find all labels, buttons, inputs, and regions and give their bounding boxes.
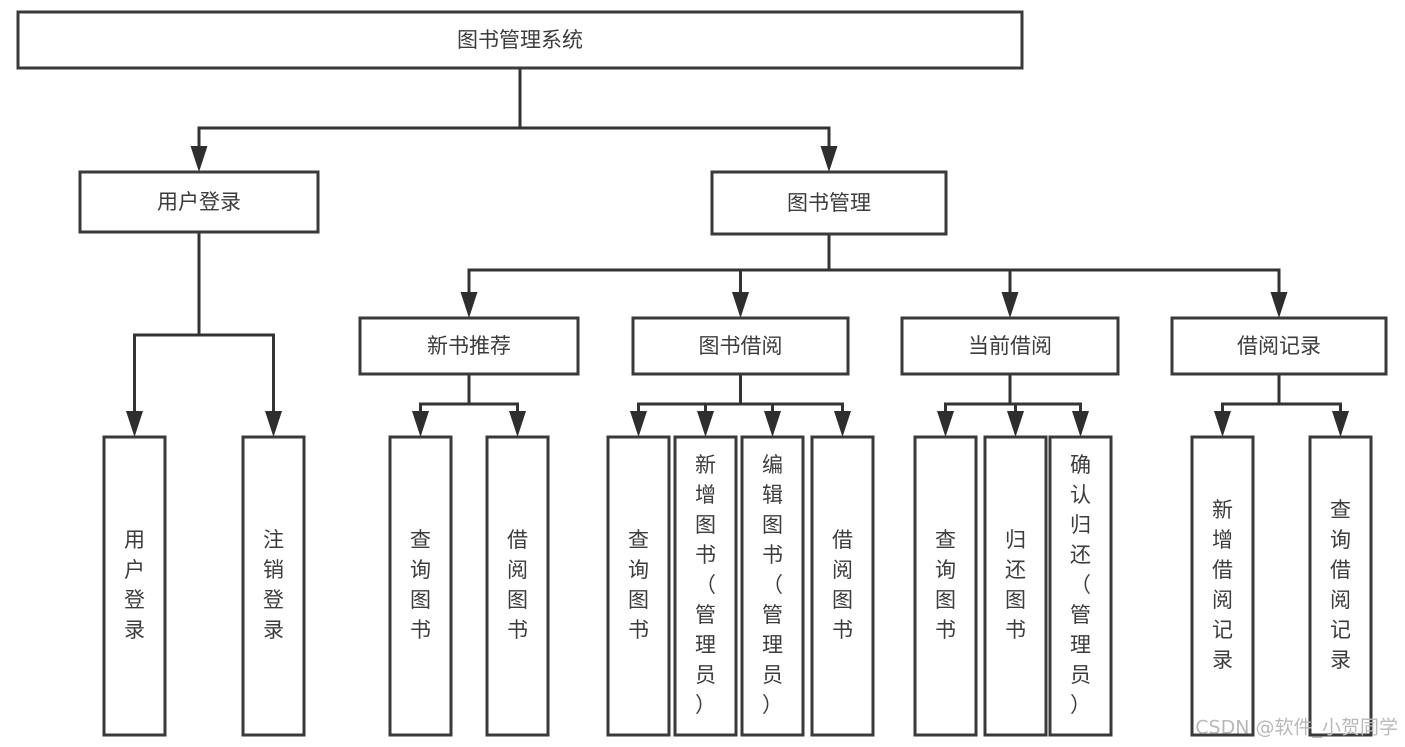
node-label-root: 图书管理系统 xyxy=(457,28,583,52)
node-box-book-borrow xyxy=(631,316,850,376)
node-leaf-user-login[interactable]: 用户登录 xyxy=(102,435,167,737)
node-box-leaf-borrow-book-rec xyxy=(485,435,550,737)
node-label-leaf-query-book-rec: 查询图书 xyxy=(410,528,431,642)
node-current-borrow[interactable]: 当前借阅 xyxy=(900,316,1120,376)
node-label-leaf-add-book-admin: 新增图书（管理员） xyxy=(695,453,716,717)
currentborrow-to-leaves-branch-1-arrowhead xyxy=(1007,411,1024,437)
node-label-book-borrow: 图书借阅 xyxy=(699,334,783,358)
node-box-leaf-add-borrow-record xyxy=(1190,435,1255,737)
node-leaf-query-book-borrow[interactable]: 查询图书 xyxy=(606,435,671,737)
node-leaf-logout[interactable]: 注销登录 xyxy=(241,435,306,737)
bookmanage-to-level3-branch-2-arrowhead xyxy=(1001,292,1019,318)
node-label-leaf-logout: 注销登录 xyxy=(263,528,284,642)
bookmanage-to-level3-branch-3-arrowhead xyxy=(1270,292,1288,318)
node-label-new-book-recommend: 新书推荐 xyxy=(427,334,511,358)
connector-layer xyxy=(126,66,1349,437)
node-box-leaf-confirm-return-admin xyxy=(1048,435,1113,737)
node-label-leaf-query-book-current: 查询图书 xyxy=(935,528,956,642)
node-box-user-login xyxy=(78,170,320,234)
node-label-leaf-query-borrow-record: 查询借阅记录 xyxy=(1330,498,1351,672)
node-box-leaf-add-book-admin xyxy=(673,435,738,737)
node-leaf-confirm-return-admin[interactable]: 确认归还（管理员） xyxy=(1048,435,1113,737)
newbook-to-leaves-branch-0-arrowhead xyxy=(412,411,429,437)
node-label-leaf-user-login: 用户登录 xyxy=(124,528,145,642)
node-box-leaf-user-login xyxy=(102,435,167,737)
node-box-book-manage xyxy=(710,170,948,236)
node-leaf-add-book-admin[interactable]: 新增图书（管理员） xyxy=(673,435,738,737)
currentborrow-to-leaves-branch-2-arrowhead xyxy=(1072,411,1089,437)
borrowrecord-to-leaves-branch-1-arrowhead xyxy=(1332,411,1349,437)
node-box-leaf-query-book-current xyxy=(913,435,978,737)
node-label-current-borrow: 当前借阅 xyxy=(968,334,1052,358)
csdn-watermark: CSDN @软件_小贺同学 xyxy=(1195,717,1398,739)
node-box-leaf-borrow-book xyxy=(810,435,875,737)
node-leaf-edit-book-admin[interactable]: 编辑图书（管理员） xyxy=(740,435,805,737)
bookborrow-to-leaves-branch-2-arrowhead xyxy=(764,411,781,437)
node-box-leaf-return-book xyxy=(983,435,1048,737)
node-box-leaf-edit-book-admin xyxy=(740,435,805,737)
node-box-leaf-query-book-borrow xyxy=(606,435,671,737)
userlogin-to-leaves-branch-0-arrowhead xyxy=(126,411,143,437)
node-leaf-return-book[interactable]: 归还图书 xyxy=(983,435,1048,737)
node-book-manage[interactable]: 图书管理 xyxy=(710,170,948,236)
node-user-login[interactable]: 用户登录 xyxy=(78,170,320,234)
node-new-book-recommend[interactable]: 新书推荐 xyxy=(358,316,580,376)
newbook-to-leaves-branch-1-arrowhead xyxy=(509,411,526,437)
bookmanage-to-level3-branch-0-arrowhead xyxy=(460,292,478,318)
node-box-leaf-logout xyxy=(241,435,306,737)
bookmanage-to-level3-branch-1-arrowhead xyxy=(732,292,749,318)
root-to-level2-branch-1-arrowhead xyxy=(820,146,838,172)
node-label-borrow-record: 借阅记录 xyxy=(1237,334,1321,358)
bookborrow-to-leaves-branch-0-arrowhead xyxy=(630,411,647,437)
userlogin-to-leaves-branch-1-arrowhead xyxy=(265,411,282,437)
node-leaf-query-book-current[interactable]: 查询图书 xyxy=(913,435,978,737)
root-to-level2-branch-0-arrowhead xyxy=(190,146,208,172)
currentborrow-to-leaves-branch-0-arrowhead xyxy=(937,411,954,437)
node-leaf-query-borrow-record[interactable]: 查询借阅记录 xyxy=(1308,435,1373,737)
node-label-leaf-borrow-book: 借阅图书 xyxy=(832,528,853,642)
node-leaf-borrow-book[interactable]: 借阅图书 xyxy=(810,435,875,737)
node-layer: 图书管理系统用户登录图书管理新书推荐图书借阅当前借阅借阅记录用户登录注销登录查询… xyxy=(16,10,1388,737)
node-label-leaf-query-book-borrow: 查询图书 xyxy=(628,528,649,642)
node-leaf-add-borrow-record[interactable]: 新增借阅记录 xyxy=(1190,435,1255,737)
bookborrow-to-leaves-branch-1-arrowhead xyxy=(697,411,714,437)
node-box-new-book-recommend xyxy=(358,316,580,376)
bookborrow-to-leaves-branch-3-arrowhead xyxy=(834,411,851,437)
node-leaf-borrow-book-rec[interactable]: 借阅图书 xyxy=(485,435,550,737)
node-box-root xyxy=(16,10,1024,70)
node-label-book-manage: 图书管理 xyxy=(787,191,871,215)
node-label-leaf-return-book: 归还图书 xyxy=(1005,528,1026,642)
node-label-leaf-edit-book-admin: 编辑图书（管理员） xyxy=(762,453,783,717)
node-box-borrow-record xyxy=(1170,316,1388,376)
node-book-borrow[interactable]: 图书借阅 xyxy=(631,316,850,376)
node-box-leaf-query-book-rec xyxy=(388,435,453,737)
borrowrecord-to-leaves-branch-0-arrowhead xyxy=(1214,411,1231,437)
node-borrow-record[interactable]: 借阅记录 xyxy=(1170,316,1388,376)
node-label-user-login: 用户登录 xyxy=(157,190,241,214)
node-leaf-query-book-rec[interactable]: 查询图书 xyxy=(388,435,453,737)
node-box-current-borrow xyxy=(900,316,1120,376)
node-label-leaf-confirm-return-admin: 确认归还（管理员） xyxy=(1070,453,1091,717)
node-box-leaf-query-borrow-record xyxy=(1308,435,1373,737)
node-root[interactable]: 图书管理系统 xyxy=(16,10,1024,70)
node-label-leaf-borrow-book-rec: 借阅图书 xyxy=(507,528,528,642)
node-label-leaf-add-borrow-record: 新增借阅记录 xyxy=(1212,498,1233,672)
